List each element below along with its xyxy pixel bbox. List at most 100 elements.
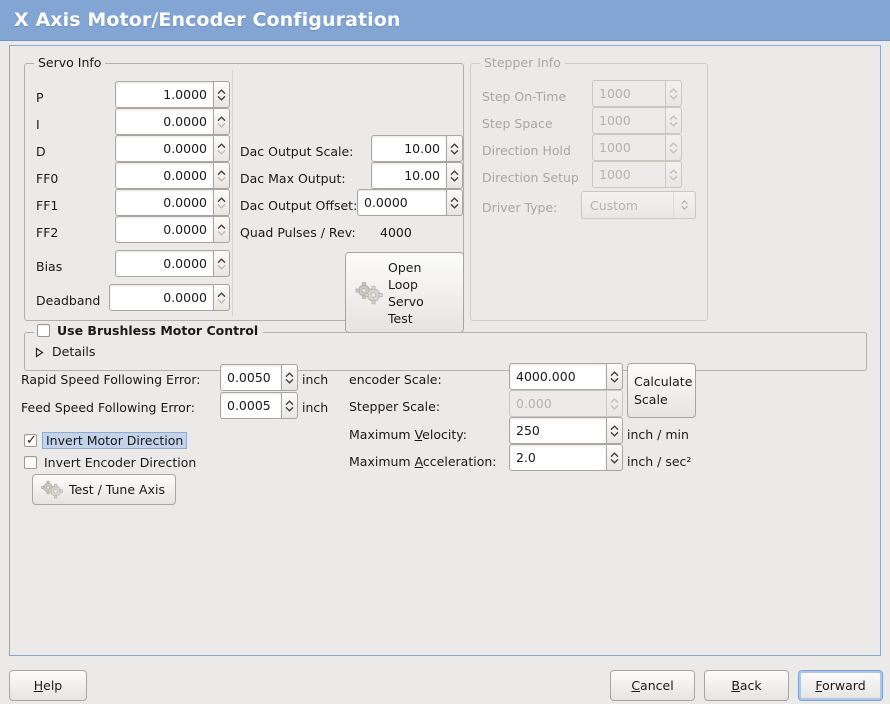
servo-spin-ff1[interactable]: 0.0000 [115,189,230,216]
spin-down-icon [610,404,619,410]
spin-up-icon[interactable] [450,196,459,203]
spin-down-icon[interactable] [610,377,619,383]
spin-down-icon[interactable] [217,176,226,182]
spin-down-icon[interactable] [217,122,226,128]
servo-spin-i[interactable]: 0.0000 [115,108,230,135]
help-button[interactable]: Help [9,670,87,701]
spin-up-icon[interactable] [217,88,226,95]
max-velocity-spin[interactable]: 250 [509,417,623,444]
invert-encoder-direction-checkbox[interactable]: Invert Encoder Direction [24,455,196,470]
max-velocity-steppers[interactable] [606,417,623,444]
spin-up-icon[interactable] [610,370,619,377]
servo-spin-deadband[interactable]: 0.0000 [109,284,230,311]
servo-spin-i-steppers[interactable] [213,108,230,135]
encoder-scale-value[interactable]: 4000.000 [509,363,606,390]
rapid-following-error-value[interactable]: 0.0050 [220,364,281,391]
spin-down-icon[interactable] [217,203,226,209]
servo-spin-deadband-steppers[interactable] [213,284,230,311]
servo-spin-bias[interactable]: 0.0000 [115,250,230,277]
max-velocity-value[interactable]: 250 [509,417,606,444]
spin-up-icon[interactable] [610,424,619,431]
chevron-right-icon[interactable] [34,346,45,358]
servo-spin-bias-steppers[interactable] [213,250,230,277]
servo-spin-ff0[interactable]: 0.0000 [115,162,230,189]
encoder-scale-steppers[interactable] [606,363,623,390]
spin-down-icon[interactable] [450,203,459,209]
back-button[interactable]: Back [704,670,789,701]
servo-value-p[interactable]: 1.0000 [115,81,213,108]
servo-value-ff0[interactable]: 0.0000 [115,162,213,189]
spin-up-icon[interactable] [217,169,226,176]
dac-max-output-value[interactable]: 10.00 [371,162,446,189]
servo-spin-p-steppers[interactable] [213,81,230,108]
use-brushless-motor-control-checkbox[interactable]: Use Brushless Motor Control [34,323,264,338]
invert-motor-direction-checkbox[interactable]: ✓ Invert Motor Direction [24,432,188,449]
direction-hold-steppers [665,134,682,161]
content-frame: Servo Info P 1.0000 I 0.0000 D [9,45,881,656]
servo-spin-d-steppers[interactable] [213,135,230,162]
encoder-scale-spin[interactable]: 4000.000 [509,363,623,390]
dac-output-offset-spin[interactable]: 0.0000 [357,189,463,216]
spin-down-icon[interactable] [285,378,294,384]
spin-up-icon[interactable] [610,451,619,458]
spin-up-icon[interactable] [285,399,294,406]
checkbox-box[interactable]: ✓ [24,434,37,447]
spin-down-icon[interactable] [217,230,226,236]
servo-value-bias[interactable]: 0.0000 [115,250,213,277]
spin-up-icon[interactable] [450,142,459,149]
rapid-following-error-steppers[interactable] [281,364,298,391]
spin-up-icon[interactable] [217,196,226,203]
spin-up-icon[interactable] [217,142,226,149]
servo-spin-ff2-steppers[interactable] [213,216,230,243]
dac-output-scale-value[interactable]: 10.00 [371,135,446,162]
spin-up-icon[interactable] [217,115,226,122]
spin-up-icon[interactable] [217,257,226,264]
servo-value-ff2[interactable]: 0.0000 [115,216,213,243]
spin-down-icon[interactable] [217,95,226,101]
feed-following-error-steppers[interactable] [281,392,298,419]
help-label-post: elp [43,678,63,693]
feed-following-error-spin[interactable]: 0.0005 [220,392,298,419]
servo-spin-ff2[interactable]: 0.0000 [115,216,230,243]
servo-spin-p[interactable]: 1.0000 [115,81,230,108]
servo-spin-ff1-steppers[interactable] [213,189,230,216]
dac-output-offset-steppers[interactable] [446,189,463,216]
max-acceleration-steppers[interactable] [606,444,623,471]
cancel-button[interactable]: Cancel [610,670,695,701]
forward-button[interactable]: Forward [798,670,883,701]
open-loop-servo-test-button[interactable]: Open Loop Servo Test [345,252,464,333]
spin-up-icon[interactable] [217,223,226,230]
servo-value-i[interactable]: 0.0000 [115,108,213,135]
checkbox-box[interactable] [37,324,50,337]
calculate-scale-button[interactable]: Calculate Scale [627,363,696,418]
spin-up-icon[interactable] [285,371,294,378]
spin-down-icon[interactable] [217,298,226,304]
rapid-following-error-spin[interactable]: 0.0050 [220,364,298,391]
feed-following-error-value[interactable]: 0.0005 [220,392,281,419]
max-acceleration-spin[interactable]: 2.0 [509,444,623,471]
dac-output-scale-spin[interactable]: 10.00 [371,135,463,162]
servo-spin-d[interactable]: 0.0000 [115,135,230,162]
spin-down-icon[interactable] [285,406,294,412]
spin-down-icon[interactable] [610,431,619,437]
dac-max-output-spin[interactable]: 10.00 [371,162,463,189]
details-expander[interactable]: Details [34,344,95,359]
spin-down-icon[interactable] [450,176,459,182]
dac-output-scale-steppers[interactable] [446,135,463,162]
quad-pulses-label: Quad Pulses / Rev: [240,225,356,240]
spin-up-icon[interactable] [217,291,226,298]
dac-output-offset-value[interactable]: 0.0000 [357,189,446,216]
servo-value-ff1[interactable]: 0.0000 [115,189,213,216]
servo-value-d[interactable]: 0.0000 [115,135,213,162]
spin-down-icon[interactable] [217,149,226,155]
dac-max-output-steppers[interactable] [446,162,463,189]
test-tune-axis-button[interactable]: Test / Tune Axis [32,474,176,505]
checkbox-box[interactable] [24,456,37,469]
spin-down-icon[interactable] [217,264,226,270]
spin-down-icon[interactable] [610,458,619,464]
spin-up-icon[interactable] [450,169,459,176]
servo-value-deadband[interactable]: 0.0000 [109,284,213,311]
max-acceleration-value[interactable]: 2.0 [509,444,606,471]
servo-spin-ff0-steppers[interactable] [213,162,230,189]
spin-down-icon[interactable] [450,149,459,155]
